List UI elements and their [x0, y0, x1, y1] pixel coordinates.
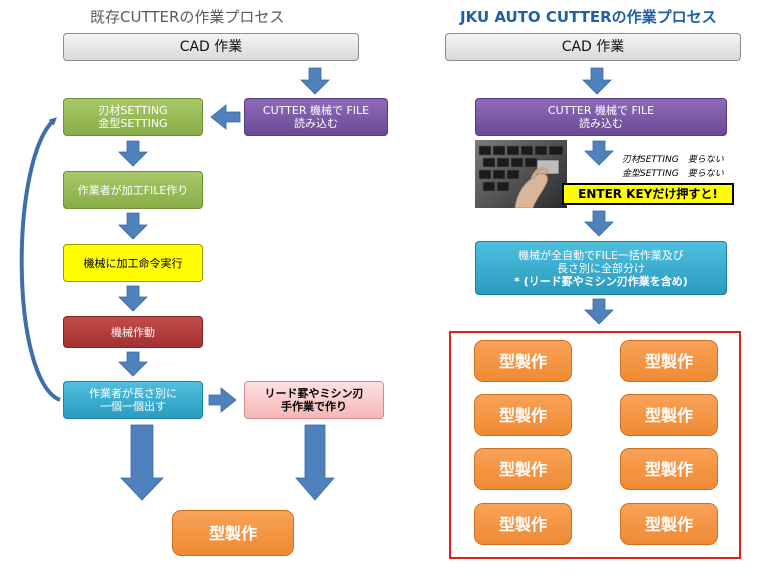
right-auto-line3: * (リード罫やミシン刃作業を含め)	[514, 274, 688, 288]
left-title: 既存CUTTERの作業プロセス	[90, 8, 285, 26]
right-result-1-label: 型製作	[498, 351, 547, 371]
left-result-label: 型製作	[208, 523, 257, 543]
left-setting-box: 刃材SETTING 金型SETTING	[63, 98, 203, 136]
left-worker-file-box: 作業者が加工FILE作り	[63, 171, 203, 209]
arrow-down-left-cad	[300, 67, 330, 95]
left-manual-line1: リード罫やミシン刃	[264, 387, 364, 400]
left-cad-box: CAD 作業	[63, 33, 359, 61]
right-result-6: 型製作	[620, 448, 718, 490]
right-auto-box: 機械が全自動でFILE一括作業及び 長さ別に全部分け * (リード罫やミシン刃作…	[475, 241, 727, 295]
left-read-file-box: CUTTER 機械で FILE 読み込む	[244, 98, 388, 136]
right-result-7: 型製作	[474, 503, 572, 545]
right-result-4: 型製作	[620, 394, 718, 436]
arrow-down-right-enter	[584, 210, 614, 237]
left-machine-run-label: 機械作動	[111, 325, 155, 339]
right-result-7-label: 型製作	[498, 514, 547, 534]
right-enter-label: ENTER KEYだけ押すと!	[578, 186, 718, 201]
arrow-loop-back	[19, 117, 61, 402]
left-worker-cut-box: 作業者が長さ別に 一個一個出す	[63, 381, 203, 419]
right-read-file-line2: 読み込む	[579, 117, 623, 130]
keyboard-photo-drawing	[478, 145, 564, 208]
right-title: JKU AUTO CUTTERの作業プロセス	[460, 8, 717, 26]
left-worker-cut-line1: 作業者が長さ別に	[89, 387, 177, 400]
right-result-4-label: 型製作	[644, 405, 693, 425]
arrow-big-down-left	[120, 424, 164, 501]
left-setting-line1: 刃材SETTING	[98, 104, 168, 117]
right-read-file-box: CUTTER 機械で FILE 読み込む	[475, 98, 727, 136]
right-result-3-label: 型製作	[498, 405, 547, 425]
right-result-1: 型製作	[474, 340, 572, 382]
arrow-down-worker-file	[118, 212, 148, 240]
left-read-file-line1: CUTTER 機械で FILE	[262, 104, 370, 117]
left-read-file-line2: 読み込む	[294, 117, 338, 130]
right-note-2: 金型SETTING 要らない	[622, 169, 724, 179]
left-machine-run-box: 機械作動	[63, 316, 203, 348]
right-auto-line2: 長さ別に全部分け	[556, 261, 645, 275]
right-result-3: 型製作	[474, 394, 572, 436]
left-result-box: 型製作	[172, 510, 294, 556]
left-worker-file-label: 作業者が加工FILE作り	[77, 183, 189, 197]
arrow-big-down-right	[295, 424, 335, 501]
left-manual-line2: 手作業で作り	[281, 400, 347, 413]
left-cad-label: CAD 作業	[179, 38, 243, 55]
right-cad-box: CAD 作業	[445, 33, 741, 61]
right-result-2-label: 型製作	[644, 351, 693, 371]
right-result-8-label: 型製作	[644, 514, 693, 534]
arrow-down-right-read	[584, 140, 614, 166]
right-result-5-label: 型製作	[498, 459, 547, 479]
arrow-down-right-cad	[582, 67, 612, 95]
arrow-down-setting	[118, 140, 148, 167]
right-result-6-label: 型製作	[644, 459, 693, 479]
left-command-box: 機械に加工命令実行	[63, 244, 203, 282]
arrow-right-worker-to-manual	[208, 387, 237, 413]
right-cad-label: CAD 作業	[561, 38, 625, 55]
right-results-frame	[449, 331, 741, 559]
right-result-5: 型製作	[474, 448, 572, 490]
right-result-2: 型製作	[620, 340, 718, 382]
right-read-file-line1: CUTTER 機械で FILE	[547, 104, 655, 117]
left-worker-cut-line2: 一個一個出す	[100, 400, 166, 413]
left-command-label: 機械に加工命令実行	[83, 256, 183, 270]
keyboard-photo	[475, 140, 567, 208]
left-manual-box: リード罫やミシン刃 手作業で作り	[244, 381, 384, 419]
arrow-down-machine-run	[118, 351, 148, 377]
arrow-down-right-auto	[584, 298, 614, 325]
right-enter-box: ENTER KEYだけ押すと!	[562, 183, 734, 205]
left-setting-line2: 金型SETTING	[98, 117, 168, 130]
arrow-left-read-to-setting	[210, 104, 241, 130]
right-note-1: 刃材SETTING 要らない	[622, 155, 724, 165]
right-auto-line1: 機械が全自動でFILE一括作業及び	[518, 248, 684, 262]
right-result-8: 型製作	[620, 503, 718, 545]
arrow-down-command	[118, 285, 148, 312]
